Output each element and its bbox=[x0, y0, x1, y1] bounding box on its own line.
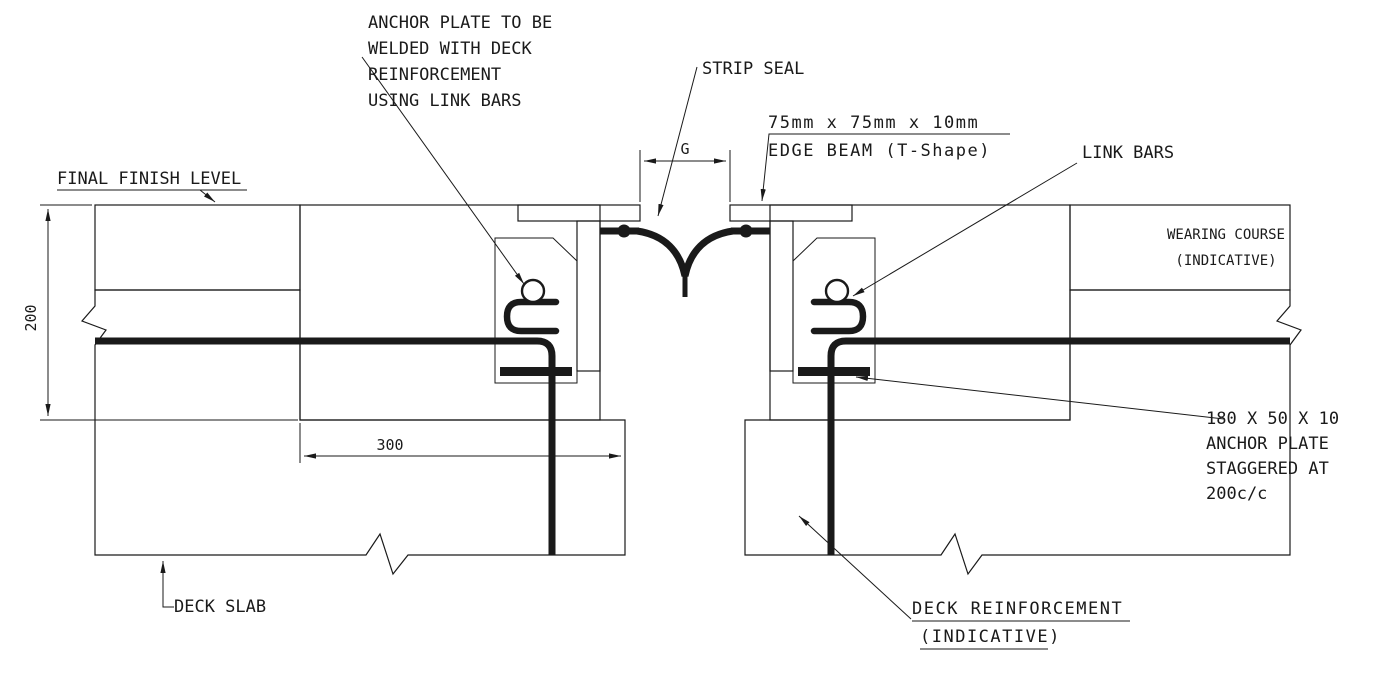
anchor-plate-left bbox=[500, 367, 572, 376]
anchor-plate-spec-line-4: 200c/c bbox=[1206, 484, 1267, 504]
link-bars-label: LINK BARS bbox=[1082, 143, 1174, 163]
link-bar-right bbox=[824, 278, 850, 304]
link-bars-leader bbox=[852, 162, 1078, 297]
edge-beam-spec-label: 75mm x 75mm x 10mm bbox=[768, 113, 979, 133]
dimension-200: 200 bbox=[22, 204, 298, 421]
deck-reinforcement-label-line-1: DECK REINFORCEMENT bbox=[912, 599, 1123, 619]
link-bars-callout: LINK BARS bbox=[852, 143, 1174, 297]
strip-seal-bulb-right bbox=[739, 224, 753, 238]
final-finish-level-callout: FINAL FINISH LEVEL bbox=[57, 169, 247, 203]
anchor-plate-spec-line-2: ANCHOR PLATE bbox=[1206, 434, 1329, 454]
edge-beam-name-label: EDGE BEAM (T-Shape) bbox=[768, 141, 991, 161]
dimension-300: 300 bbox=[299, 423, 626, 463]
strip-seal bbox=[600, 224, 770, 297]
strip-seal-label: STRIP SEAL bbox=[702, 59, 804, 79]
deck-slab-leader bbox=[160, 561, 174, 608]
final-finish-level-label: FINAL FINISH LEVEL bbox=[57, 169, 241, 189]
deck-reinforcement-callout: DECK REINFORCEMENT (INDICATIVE) bbox=[798, 515, 1130, 650]
anchor-plate-note-callout: ANCHOR PLATE TO BE WELDED WITH DECK REIN… bbox=[361, 13, 552, 285]
edge-beam-left bbox=[517, 204, 641, 372]
dimension-gap-label: G bbox=[680, 140, 689, 158]
link-bar-left bbox=[520, 278, 546, 304]
edge-beam-right bbox=[729, 204, 853, 372]
anchor-plate-note-line-4: USING LINK BARS bbox=[368, 91, 522, 111]
edge-beam-left-flange bbox=[517, 204, 641, 222]
final-finish-level-leader bbox=[199, 189, 216, 203]
wearing-course-right bbox=[1069, 204, 1291, 291]
wearing-course-label-line-2: (INDICATIVE) bbox=[1175, 253, 1276, 269]
strip-seal-leader bbox=[657, 66, 698, 217]
wearing-course-left bbox=[94, 204, 301, 291]
edge-beam-callout: 75mm x 75mm x 10mm EDGE BEAM (T-Shape) bbox=[760, 113, 1010, 202]
anchor-plate-spec-line-3: STAGGERED AT bbox=[1206, 459, 1329, 479]
anchor-plate-note-line-3: REINFORCEMENT bbox=[368, 65, 501, 85]
anchor-hook-right bbox=[810, 298, 867, 335]
anchor-plate-spec-leader bbox=[855, 375, 1225, 420]
dimension-gap: G bbox=[639, 140, 731, 202]
deck-reinforcement-leader bbox=[798, 515, 912, 620]
edge-beam-leader bbox=[760, 133, 1010, 202]
wearing-course-label-line-1: WEARING COURSE bbox=[1167, 227, 1285, 243]
anchor-plate-spec-line-1: 180 X 50 X 10 bbox=[1206, 409, 1339, 429]
deck-slab-label: DECK SLAB bbox=[174, 597, 266, 617]
deck-reinforcement-bar-right bbox=[827, 337, 1290, 555]
deck-reinforcement-label-line-2: (INDICATIVE) bbox=[920, 627, 1061, 647]
dimension-300-label: 300 bbox=[376, 436, 403, 454]
anchor-plate-spec-callout: 180 X 50 X 10 ANCHOR PLATE STAGGERED AT … bbox=[855, 375, 1339, 504]
strip-seal-membrane bbox=[636, 227, 734, 277]
anchor-plate-right bbox=[798, 367, 870, 376]
anchor-plate-note-leader bbox=[361, 56, 525, 285]
anchor-hook-left bbox=[503, 298, 560, 335]
wearing-course-label-box bbox=[1164, 212, 1288, 278]
deck-slab-callout: DECK SLAB bbox=[160, 561, 266, 617]
deck-reinforcement-bar-left bbox=[95, 337, 556, 555]
edge-beam-left-web bbox=[576, 220, 601, 372]
anchor-plate-note-line-2: WELDED WITH DECK bbox=[368, 39, 533, 59]
edge-beam-right-web bbox=[769, 220, 794, 372]
edge-beam-right-flange bbox=[729, 204, 853, 222]
anchor-plate-note-line-1: ANCHOR PLATE TO BE bbox=[368, 13, 552, 33]
wearing-course-callout: WEARING COURSE (INDICATIVE) bbox=[1164, 212, 1288, 278]
blockout-concrete-right bbox=[769, 204, 1071, 421]
strip-seal-callout: STRIP SEAL bbox=[657, 59, 804, 217]
dimension-200-label: 200 bbox=[22, 304, 40, 331]
strip-seal-bulb-left bbox=[617, 224, 631, 238]
